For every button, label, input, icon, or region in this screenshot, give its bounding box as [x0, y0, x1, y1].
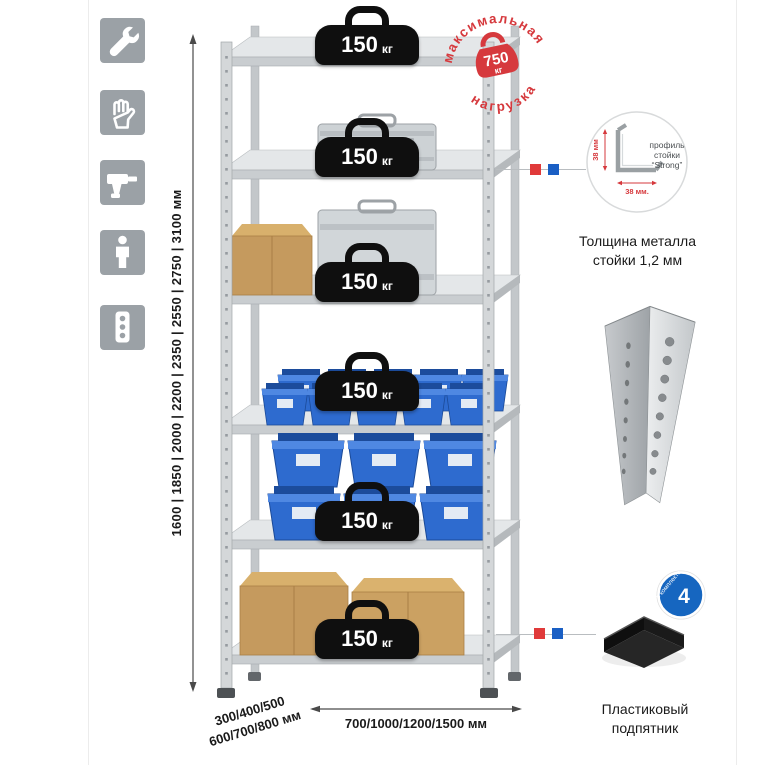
- weight-handle-icon: [345, 482, 389, 503]
- shelf-load-value: 150: [341, 32, 378, 57]
- foot-caption: Пластиковый подпятник: [560, 700, 730, 738]
- shelf-load-value: 150: [341, 144, 378, 169]
- rack-front-posts: [217, 41, 498, 698]
- profile-caption-line1: Толщина металла: [579, 233, 696, 249]
- profile-label-line2: стойки: [654, 150, 680, 160]
- shelf-load-value: 150: [341, 378, 378, 403]
- drill-icon: [100, 160, 145, 205]
- stamp-weight-icon: [475, 43, 519, 78]
- badge-count: 4: [678, 585, 690, 608]
- stamp-unit: кг: [494, 64, 504, 75]
- foot-caption-line1: Пластиковый: [601, 701, 689, 717]
- weight-handle-icon: [345, 243, 389, 264]
- stamp-arc-bottom: нагрузка: [466, 78, 543, 120]
- shelf-load-value: 150: [341, 269, 378, 294]
- foot-connector-line: [496, 634, 596, 635]
- post-holes: [649, 337, 675, 475]
- shelf-load-unit: кг: [381, 517, 393, 532]
- weight-handle-icon: [345, 600, 389, 621]
- profile-connector-line: [496, 169, 586, 170]
- weight-handle-icon: [345, 118, 389, 139]
- post-slots: [621, 342, 631, 475]
- person-icon: [100, 230, 145, 275]
- height-dimension-label: 1600 | 1850 | 2000 | 2200 | 2350 | 2550 …: [169, 189, 184, 537]
- weight-handle-icon: [345, 352, 389, 373]
- shelf-load-unit: кг: [381, 387, 393, 402]
- included-count-badge: в комплекте 4: [656, 570, 706, 620]
- red-marker-square: [534, 628, 545, 639]
- shelf-load-value: 150: [341, 508, 378, 533]
- power-strip-icon: [100, 305, 145, 350]
- blue-marker-square: [548, 164, 559, 175]
- shelf-load-unit: кг: [381, 153, 393, 168]
- plastic-foot-image: [602, 616, 686, 668]
- width-dimension-label: 700/1000/1200/1500 мм: [344, 716, 488, 731]
- max-load-stamp: максимальная нагрузка 750 кг: [432, 0, 550, 120]
- corner-post-image: [604, 305, 696, 506]
- gloves-icon: [100, 90, 145, 135]
- blue-marker-square: [552, 628, 563, 639]
- left-frame-line: [88, 0, 89, 765]
- height-dimension-line: [189, 34, 197, 692]
- profile-dim-vertical: 38 мм: [591, 139, 600, 161]
- right-frame-line: [736, 0, 737, 765]
- post-profile-detail: 38 мм 38 мм. профиль стойки “Strong”: [586, 111, 688, 213]
- foot-caption-line2: подпятник: [611, 719, 679, 736]
- stamp-weight-handle-icon: [480, 32, 506, 48]
- profile-label-line1: профиль: [649, 140, 685, 150]
- svg-text:нагрузка: нагрузка: [466, 78, 543, 120]
- stamp-value: 750: [482, 49, 510, 71]
- shelf-load-unit: кг: [381, 635, 393, 650]
- rack-back-posts: [248, 25, 521, 681]
- profile-label-line3: “Strong”: [652, 160, 683, 170]
- shelf-load-value: 150: [341, 626, 378, 651]
- width-dimension-line: [310, 705, 522, 713]
- profile-dim-horizontal: 38 мм.: [625, 187, 649, 196]
- cardboard-box: [231, 224, 313, 296]
- profile-caption-line2: стойки 1,2 мм: [592, 251, 683, 268]
- wrench-icon: [100, 18, 145, 63]
- shelf-load-unit: кг: [381, 278, 393, 293]
- profile-caption: Толщина металла стойки 1,2 мм: [555, 232, 720, 270]
- weight-handle-icon: [345, 6, 389, 27]
- shelf-load-unit: кг: [381, 41, 393, 56]
- red-marker-square: [530, 164, 541, 175]
- profile-section-drawing: [615, 130, 656, 173]
